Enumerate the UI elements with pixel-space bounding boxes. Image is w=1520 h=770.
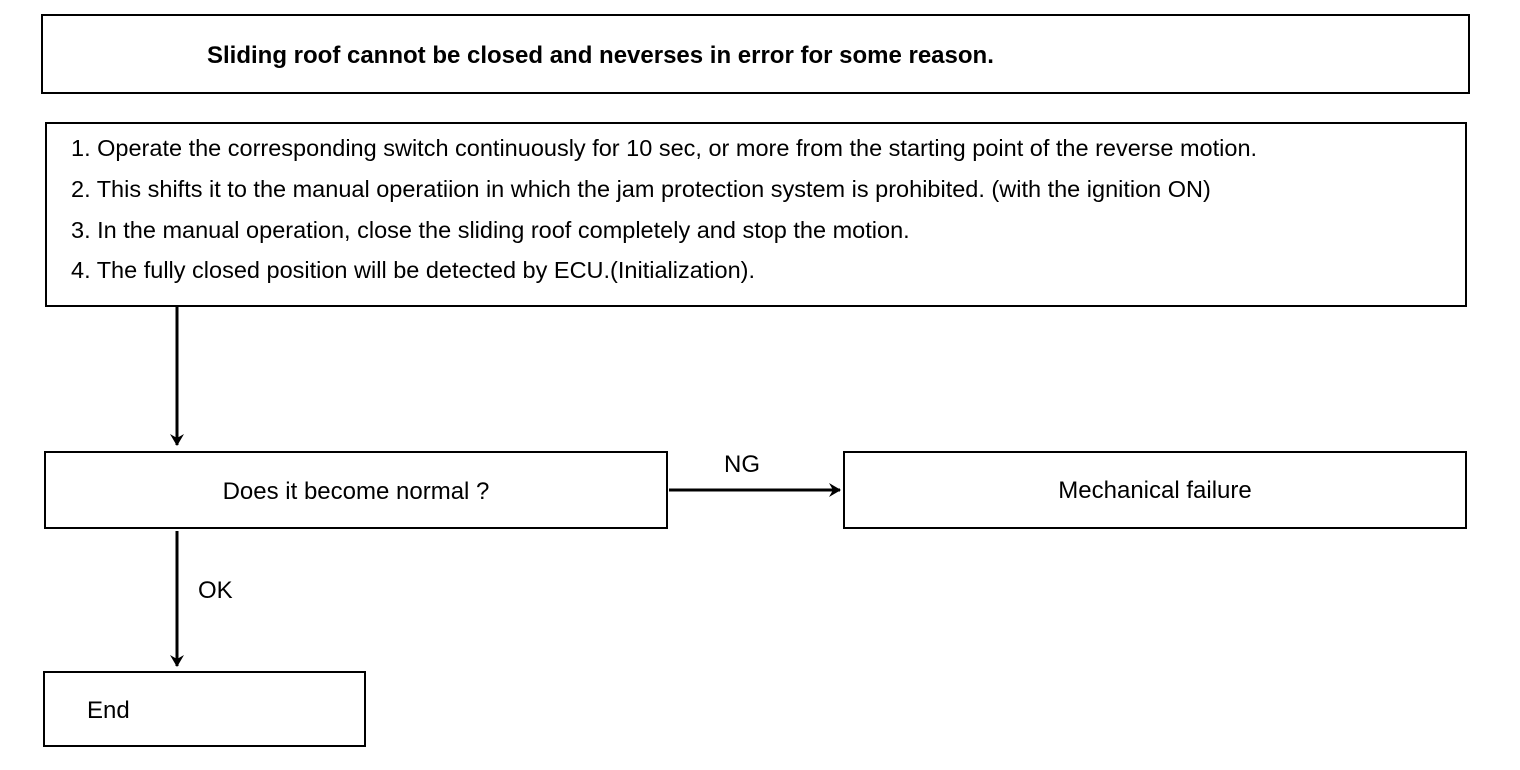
end-text: End xyxy=(87,697,130,724)
step-2: 2. This shifts it to the manual operatii… xyxy=(71,176,1211,202)
step-3: 3. In the manual operation, close the sl… xyxy=(71,217,910,243)
flowchart-title: Sliding roof cannot be closed and nevers… xyxy=(207,42,994,69)
decision-question: Does it become normal ? xyxy=(222,478,490,505)
title-box: Sliding roof cannot be closed and nevers… xyxy=(41,14,1470,94)
ng-label: NG xyxy=(724,451,760,478)
procedure-steps-box: 1. Operate the corresponding switch cont… xyxy=(45,122,1467,307)
end-box: End xyxy=(43,671,366,747)
step-4: 4. The fully closed position will be det… xyxy=(71,257,756,283)
ok-label: OK xyxy=(198,577,233,604)
step-1: 1. Operate the corresponding switch cont… xyxy=(71,135,1258,161)
mechanical-failure-box: Mechanical failure xyxy=(843,451,1467,529)
decision-box: Does it become normal ? xyxy=(44,451,668,529)
mechanical-failure-text: Mechanical failure xyxy=(1058,477,1252,504)
